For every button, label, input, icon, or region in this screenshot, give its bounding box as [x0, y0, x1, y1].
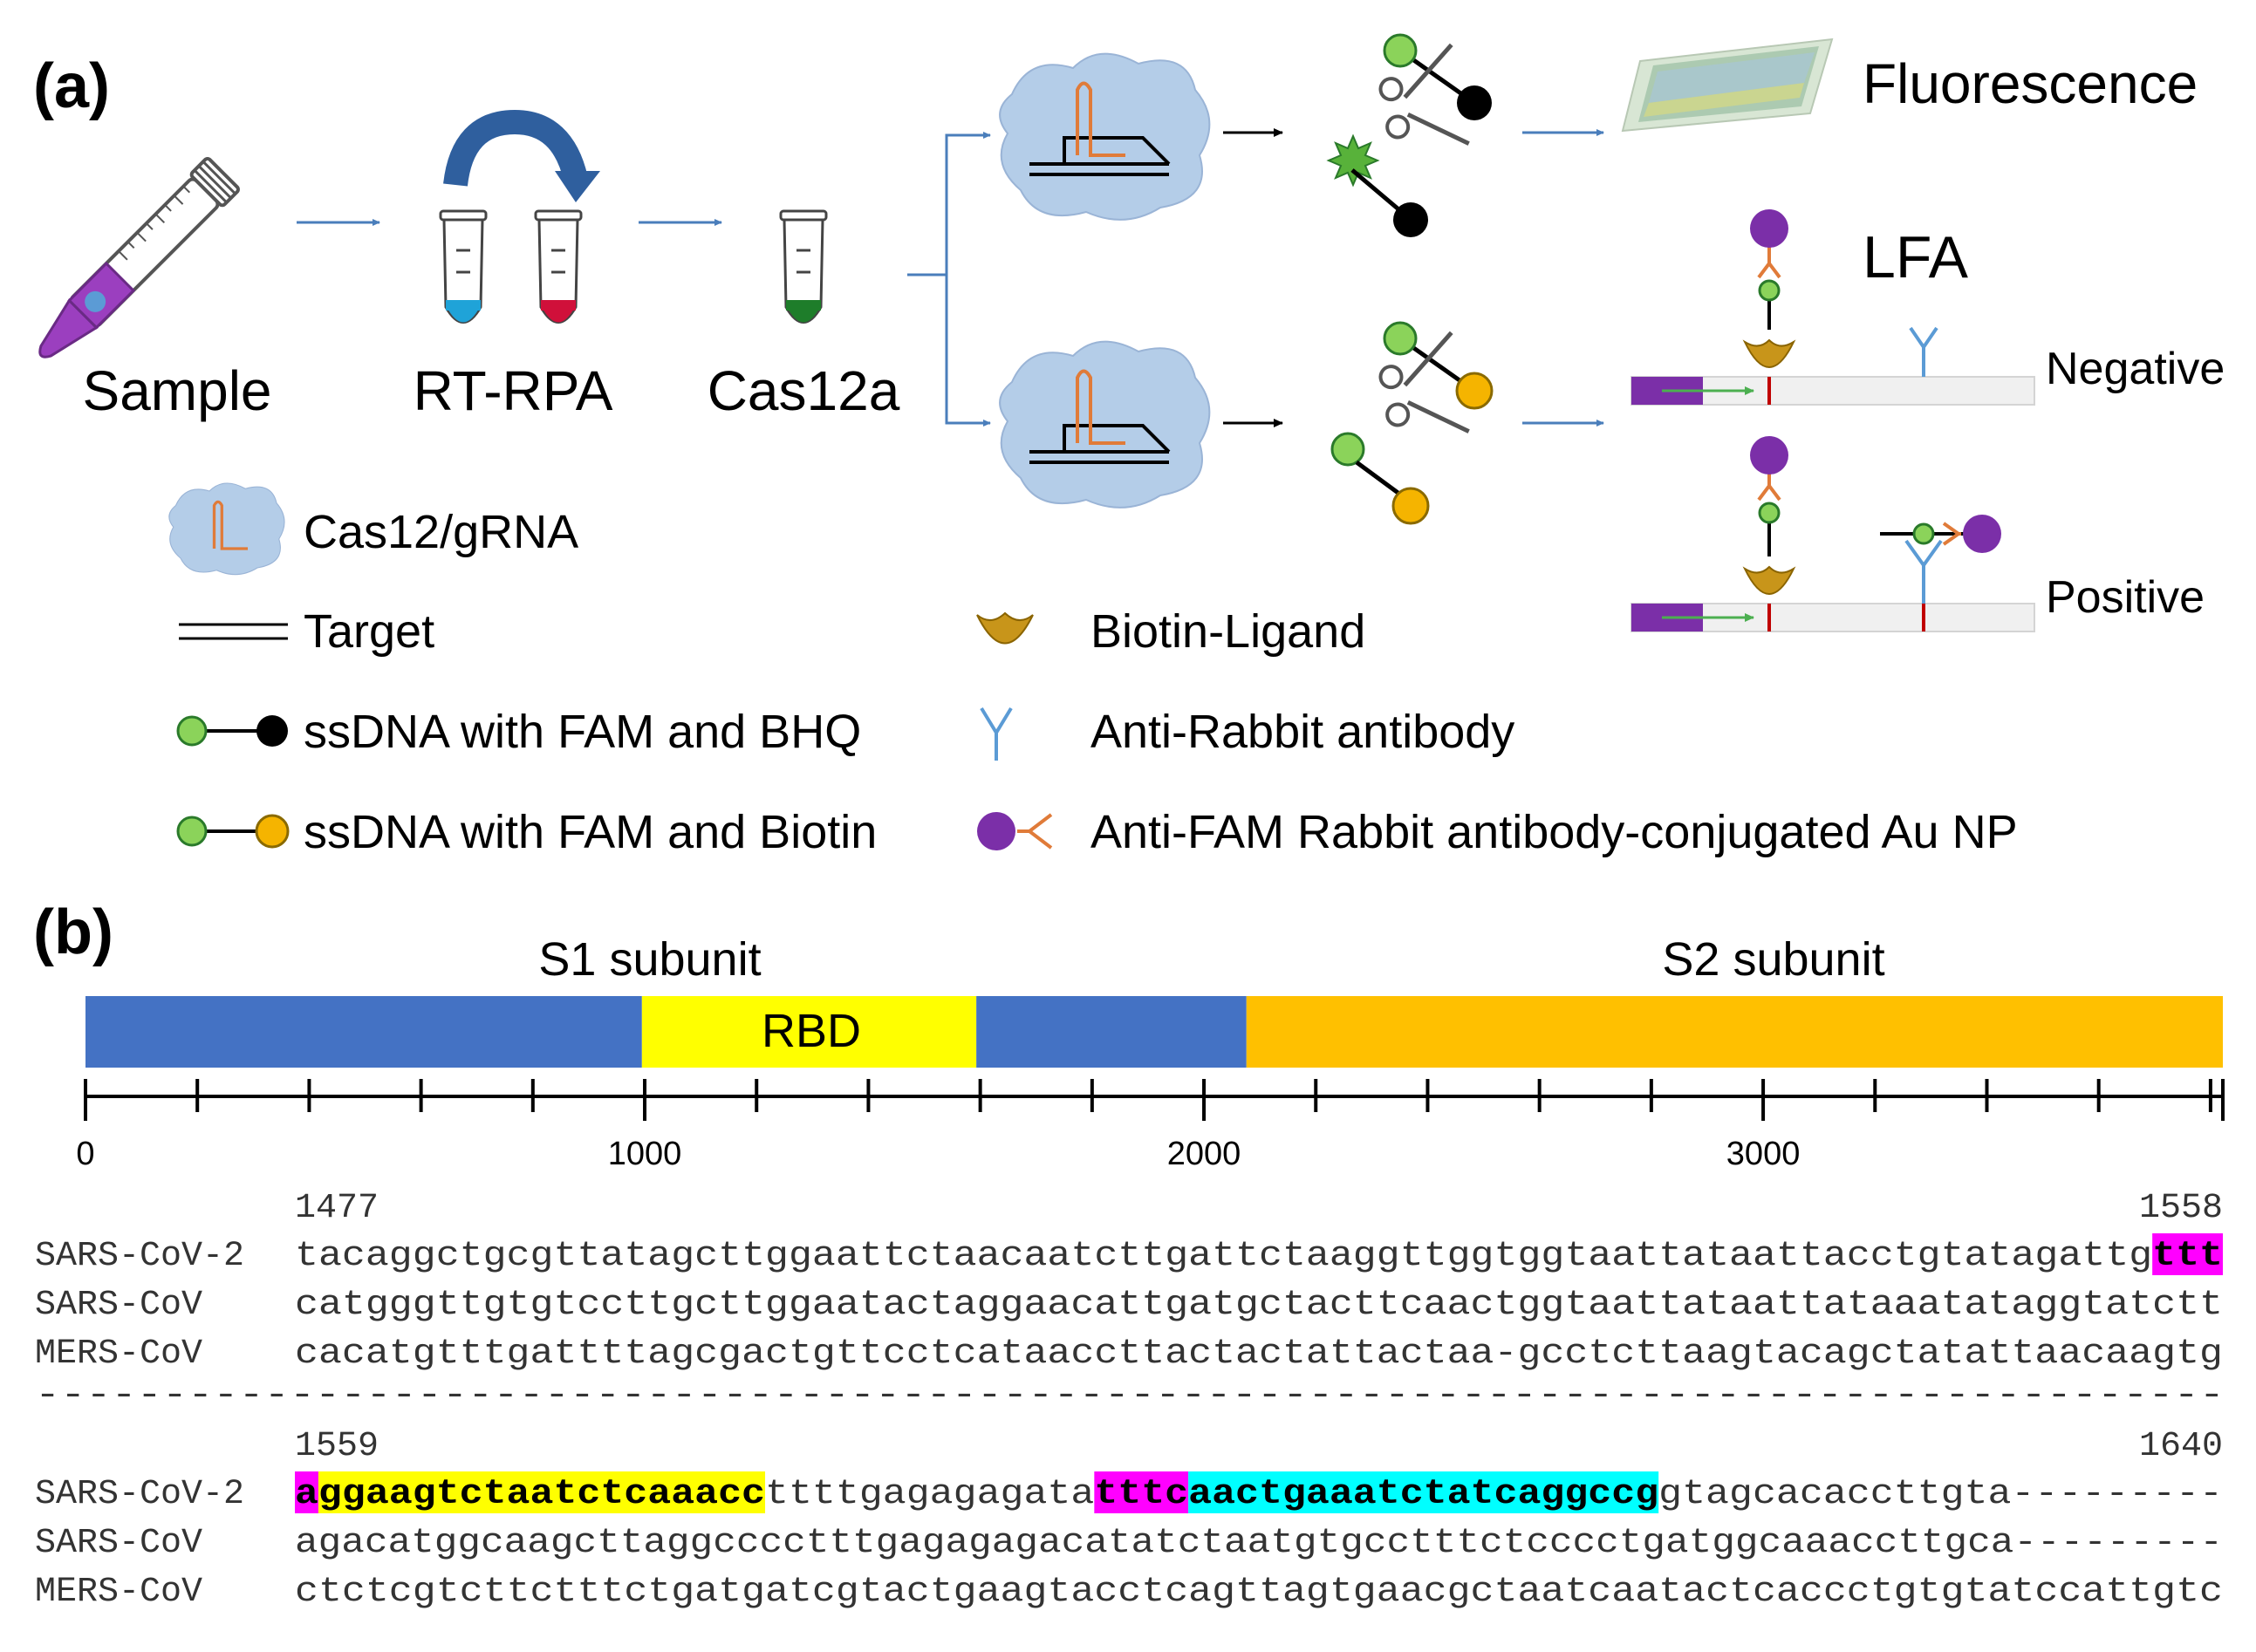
sequence-segment: tttc: [1094, 1475, 1188, 1514]
reporter-fam-bhq-cleavage: [1326, 33, 1492, 237]
rtrpa-tube-red-icon: [534, 209, 583, 324]
sequence-highlight: [1094, 1471, 1189, 1513]
step-sample-label: Sample: [83, 359, 272, 422]
step-cas12a-label: Cas12a: [708, 359, 900, 422]
sequence-highlight: [295, 1471, 318, 1513]
legend-ssdna-fam-biotin: ssDNA with FAM and Biotin: [304, 806, 877, 858]
sequence-segment: ggaagtctaatctcaaacc: [318, 1475, 765, 1514]
legend-biotin-ligand: Biotin-Ligand: [1090, 605, 1365, 658]
legend-anti-rabbit: Anti-Rabbit antibody: [1090, 706, 1514, 758]
spike-protein-bar: [85, 996, 2223, 1068]
cas12-complex-icon: [999, 52, 1211, 221]
sequence-name: SARS-CoV: [35, 1524, 202, 1563]
cas12-complex-icon: [999, 340, 1211, 509]
axis-tick-label: 0: [76, 1136, 94, 1172]
bar-segment-s1: [85, 996, 642, 1068]
sequence-segment: ttttgagagagata: [765, 1475, 1094, 1514]
bar-segment-s2: [1246, 996, 2223, 1068]
rtrpa-tube-blue-icon: [439, 209, 488, 324]
legend-au-np-icon: [977, 812, 1053, 850]
sequence-highlight: [2152, 1233, 2223, 1275]
sequence-name: MERS-CoV: [35, 1335, 202, 1374]
fluorescence-label: Fluorescence: [1863, 52, 2198, 115]
reporter-fam-biotin-cleavage: [1330, 321, 1494, 525]
legend-ssdna-fam-bhq: ssDNA with FAM and BHQ: [304, 706, 861, 758]
sequence-segment: ctctcgtcttctttctgatgatcgtactgaagtacctcag…: [295, 1573, 2223, 1612]
sequence-name: SARS-CoV-2: [35, 1237, 244, 1276]
lfa-label: LFA: [1863, 224, 1969, 290]
panel-b: (b) S1 subunit S2 subunit RBD 0 1000 2000 3…: [33, 898, 2225, 1612]
position-axis: 0 1000 2000 3000: [76, 1079, 2225, 1172]
rbd-label: RBD: [762, 1005, 861, 1057]
sequence-segment: catgggttgtgtccttgcttggaatactaggaacattgat…: [295, 1286, 2223, 1325]
transfer-arrow-icon: [443, 109, 588, 187]
lfa-strip-negative: [1630, 209, 2035, 406]
axis-tick-label: 1000: [608, 1136, 682, 1172]
axis-tick-label: 3000: [1726, 1136, 1801, 1172]
sequence-segment: gtagcacaccttgta---------: [1658, 1475, 2223, 1514]
panel-a: (a) Sample: [33, 33, 2225, 858]
legend-target-icon: [179, 623, 288, 640]
sequence-name: SARS-CoV: [35, 1286, 202, 1325]
fluorescence-plate-icon: [1621, 38, 1834, 133]
block2-start: 1559: [295, 1427, 379, 1466]
alignment-divider: ----------------------------------------…: [35, 1376, 2225, 1416]
block1-end: 1558: [2139, 1189, 2223, 1228]
cas12a-tube-icon: [779, 209, 828, 324]
sequence-segment: aactgaaatctatcaggccg: [1188, 1475, 1658, 1514]
legend-anti-fam-au-np: Anti-FAM Rabbit antibody-conjugated Au N…: [1090, 806, 2018, 858]
sequence-segment: agacatggcaagcttaggcccctttgagagagacatatct…: [295, 1524, 2223, 1563]
s1-subunit-label: S1 subunit: [538, 933, 761, 986]
legend-cas12-icon: [168, 482, 285, 576]
block1-start: 1477: [295, 1189, 379, 1228]
negative-label: Negative: [2046, 344, 2225, 394]
legend-biotin-ligand-icon: [976, 611, 1034, 645]
s2-subunit-label: S2 subunit: [1662, 933, 1884, 986]
legend-anti-rabbit-icon: [980, 707, 1013, 761]
sequence-segment: cacatgtttgattttagcgactgttcctcataaccttact…: [295, 1335, 2223, 1374]
panel-a-label: (a): [33, 51, 110, 121]
sample-tube-icon: [38, 157, 240, 358]
legend-target: Target: [304, 605, 434, 658]
block2-end: 1640: [2139, 1427, 2223, 1466]
panel-b-label: (b): [33, 898, 113, 967]
sequence-highlight: [1188, 1471, 1659, 1513]
sequence-alignment: 1477 1558 SARS-CoV-2 tacaggctgcgttatagctt…: [35, 1189, 2225, 1612]
sequence-segment: a: [295, 1475, 318, 1514]
positive-label: Positive: [2046, 572, 2205, 623]
alignment-block-1: SARS-CoV-2 tacaggctgcgttatagcttggaattctaa…: [35, 1233, 2223, 1374]
bar-segment-rbd: [641, 996, 977, 1068]
sequence-segment: tacaggctgcgttatagcttggaattctaacaatcttgat…: [295, 1237, 2152, 1276]
legend-cas12-grna: Cas12/gRNA: [304, 506, 578, 558]
axis-tick-label: 2000: [1167, 1136, 1241, 1172]
sequence-segment: ttt: [2152, 1237, 2223, 1276]
legend: Cas12/gRNA Target ssDNA with FAM and BHQ…: [168, 482, 2018, 858]
sequence-highlight: [318, 1471, 766, 1513]
sequence-name: MERS-CoV: [35, 1573, 202, 1612]
branch-arrow-top: [907, 132, 991, 276]
bar-segment-s1b: [976, 996, 1247, 1068]
sequence-name: SARS-CoV-2: [35, 1475, 244, 1514]
step-rtrpa-label: RT-RPA: [414, 359, 613, 422]
legend-fam-bhq-icon: [176, 715, 288, 747]
branch-arrow-bottom: [945, 275, 991, 427]
lfa-strip-positive: [1630, 436, 2035, 632]
legend-fam-biotin-icon: [176, 814, 290, 849]
